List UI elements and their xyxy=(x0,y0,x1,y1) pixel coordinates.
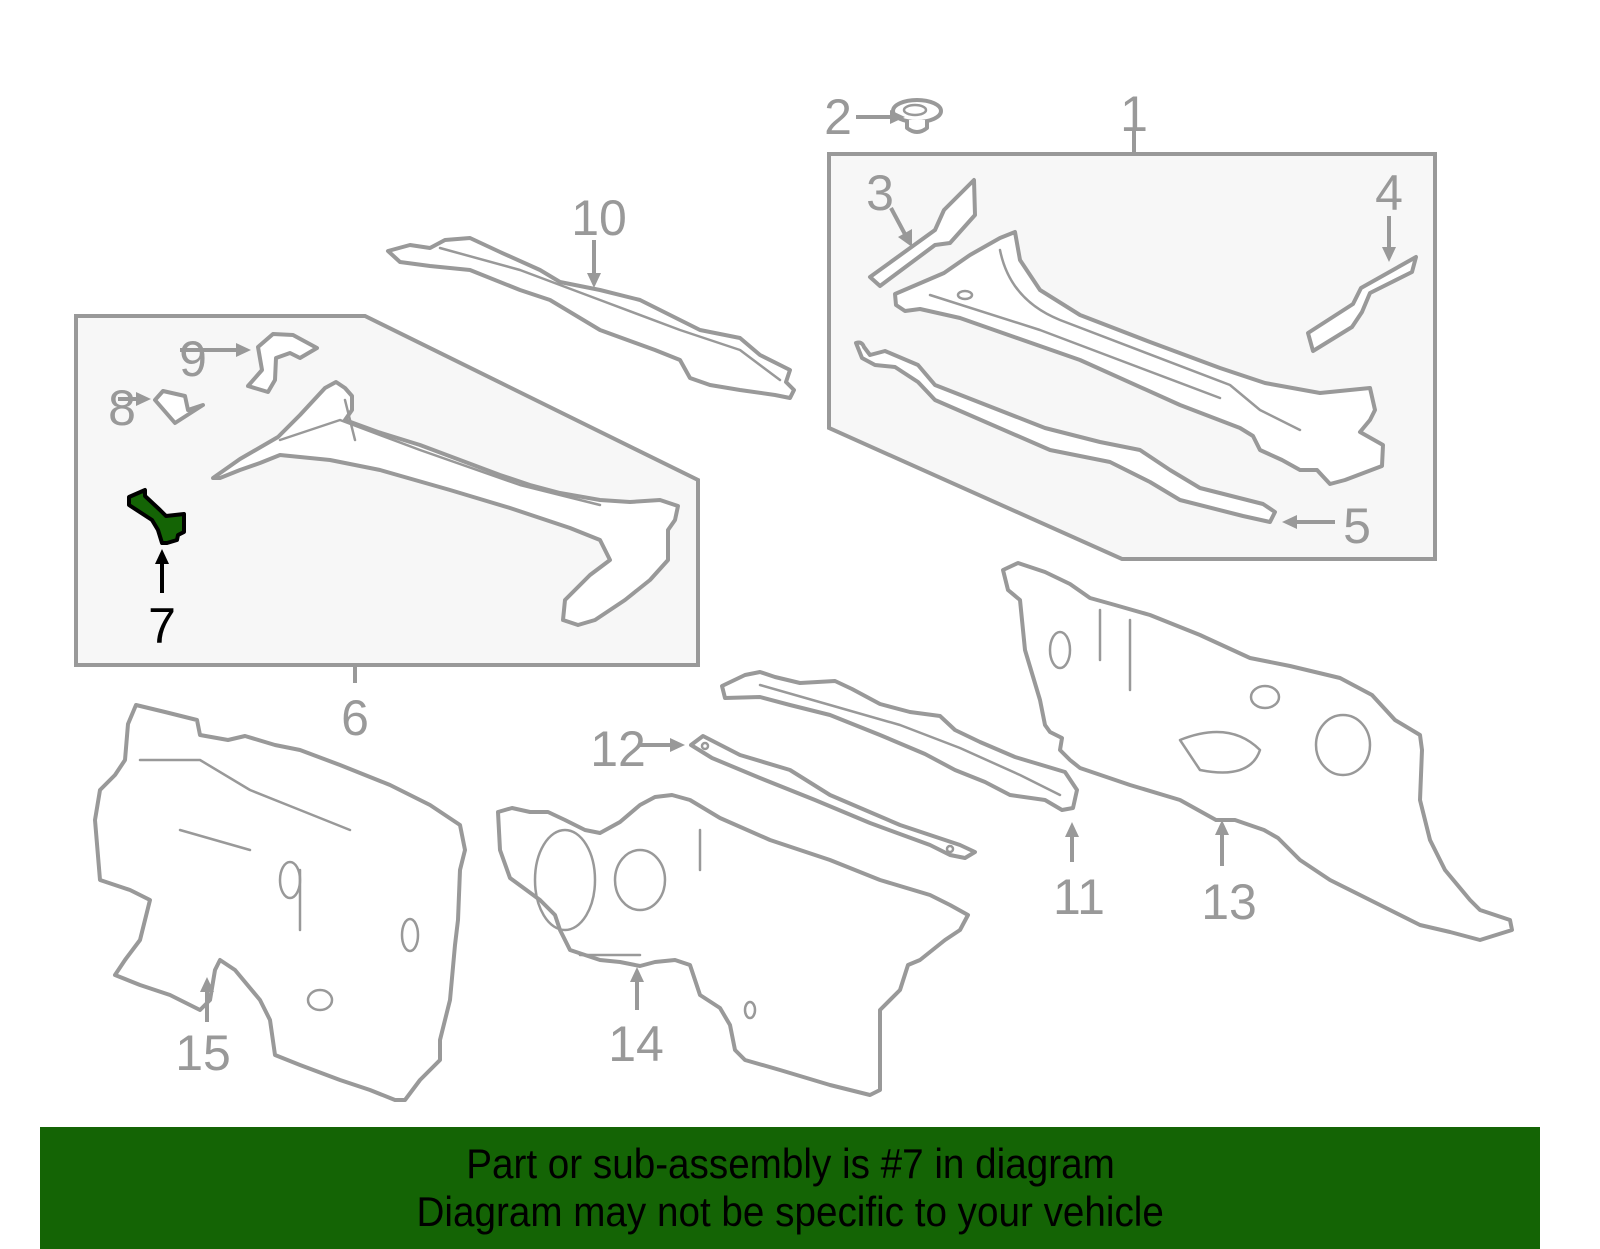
callout-4[interactable]: 4 xyxy=(1375,165,1403,221)
part-3-bracket[interactable] xyxy=(868,178,977,288)
callout-7[interactable]: 7 xyxy=(148,598,176,654)
callout-5[interactable]: 5 xyxy=(1343,498,1371,554)
callout-12[interactable]: 12 xyxy=(590,721,646,777)
callout-8[interactable]: 8 xyxy=(108,380,136,436)
callout-11[interactable]: 11 xyxy=(1053,869,1105,925)
callout-14[interactable]: 14 xyxy=(608,1016,664,1072)
part-4-bracket[interactable] xyxy=(1306,216,1418,353)
callout-1[interactable]: 1 xyxy=(1120,86,1148,142)
callout-10[interactable]: 10 xyxy=(571,190,627,246)
part-10-cowl-member[interactable] xyxy=(386,236,796,400)
assembly-box-6 xyxy=(74,314,700,683)
callout-2[interactable]: 2 xyxy=(824,89,852,145)
part-8-bracket[interactable] xyxy=(118,389,205,425)
callout-9[interactable]: 9 xyxy=(179,331,207,387)
part-11-dash-member[interactable] xyxy=(720,670,1079,862)
callout-15[interactable]: 15 xyxy=(175,1025,231,1081)
part-9-bracket[interactable] xyxy=(180,332,319,394)
callout-3[interactable]: 3 xyxy=(866,165,894,221)
part-14-dash-insulator[interactable] xyxy=(496,793,970,1097)
part-13-dash-panel[interactable] xyxy=(1001,561,1514,942)
banner-part-note: Part or sub-assembly is #7 in diagram xyxy=(465,1140,1115,1187)
callout-13[interactable]: 13 xyxy=(1201,874,1257,930)
part-6-cross-member[interactable] xyxy=(211,380,680,627)
part-1-cowl-panel[interactable] xyxy=(893,230,1385,486)
info-banner: Part or sub-assembly is #7 in diagram Di… xyxy=(40,1127,1540,1249)
banner-disclaimer: Diagram may not be specific to your vehi… xyxy=(416,1188,1164,1235)
part-7-bracket-highlighted[interactable] xyxy=(127,488,186,593)
callout-6[interactable]: 6 xyxy=(341,690,369,746)
part-15-outer-insulator[interactable] xyxy=(93,703,467,1102)
part-5-seal[interactable] xyxy=(854,340,1335,530)
part-12-reinforcement[interactable] xyxy=(640,734,977,860)
part-2-clip[interactable] xyxy=(856,98,943,134)
